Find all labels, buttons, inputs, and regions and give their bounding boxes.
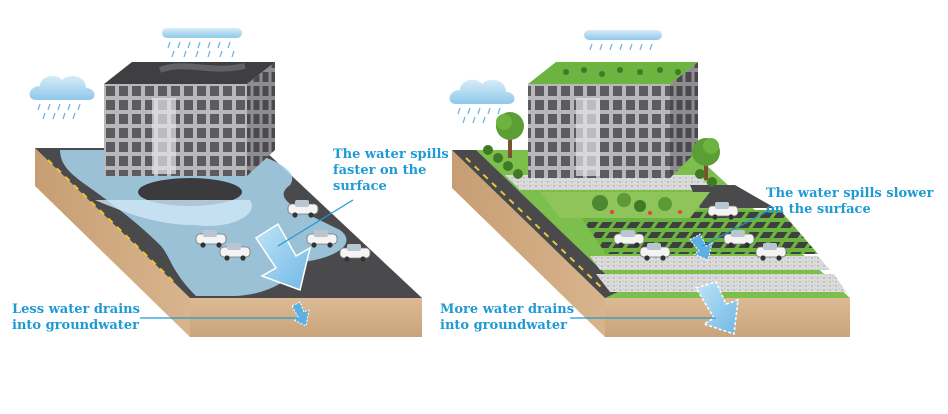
left-surface-callout-line-1: The water spills (333, 147, 449, 162)
left-building-icon (104, 62, 275, 176)
tree-icon (496, 112, 524, 158)
car-icon (306, 230, 338, 248)
rain-cloud-icon (449, 79, 515, 124)
rain-cloud-icon (584, 30, 662, 51)
right-building-icon (528, 62, 698, 178)
left-surface-callout-line-2: faster on the (333, 163, 427, 178)
left-block (29, 28, 422, 337)
right-ground-arrow-icon (694, 281, 739, 336)
left-surface-callout-line-3: surface (333, 179, 387, 194)
left-soil-side (35, 148, 190, 337)
green-roof (528, 62, 698, 84)
tree-icon (692, 138, 720, 180)
left-ground-callout: Less water drains into groundwater (12, 302, 140, 334)
left-cars (195, 200, 371, 262)
left-surface-arrow-icon (254, 222, 312, 291)
right-soil-side (452, 150, 605, 337)
car-icon (219, 243, 251, 261)
right-block (449, 30, 850, 337)
car-icon (195, 230, 227, 248)
car-icon (723, 230, 755, 248)
right-ground-callout-line-2: into groundwater (440, 318, 567, 333)
right-ground-callout: More water drains into groundwater (440, 302, 574, 334)
car-icon (707, 202, 739, 220)
right-surface-callout: The water spills slower on the surface (766, 186, 934, 218)
right-cars (613, 202, 787, 261)
right-ground-callout-line-1: More water drains (440, 302, 575, 317)
right-surface-leader (701, 209, 771, 247)
left-surface-callout: The water spills faster on the surface (333, 147, 449, 195)
right-surface-arrow-icon (689, 233, 713, 261)
garden-plants (592, 193, 682, 215)
right-surface-callout-line-1: The water spills slower (766, 186, 934, 201)
car-icon (287, 200, 319, 218)
right-surface-callout-line-2: on the surface (766, 202, 871, 217)
car-icon (639, 243, 671, 261)
rain-cloud-icon (162, 28, 242, 58)
left-surface-leader (277, 199, 354, 247)
car-icon (755, 243, 787, 261)
car-icon (613, 230, 645, 248)
left-ground-arrow-icon (291, 301, 310, 327)
left-ground-callout-line-1: Less water drains (12, 302, 140, 317)
rain-cloud-icon (29, 75, 95, 120)
left-ground-callout-line-2: into groundwater (12, 318, 139, 333)
car-icon (339, 244, 371, 262)
